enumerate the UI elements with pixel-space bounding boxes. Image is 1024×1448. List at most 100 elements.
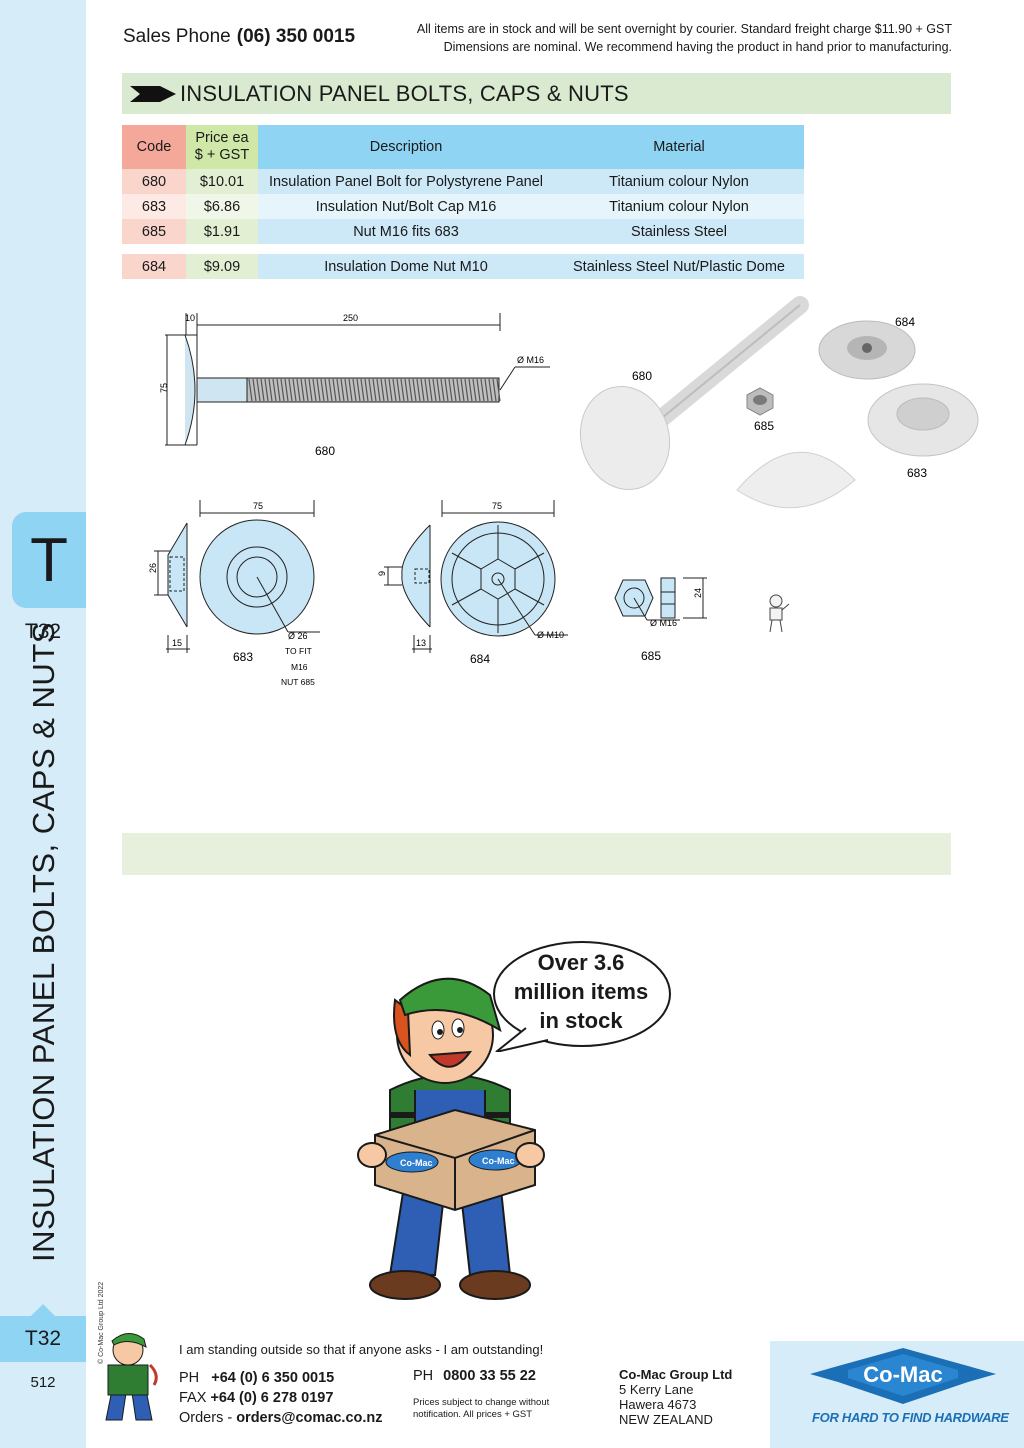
- dim-head-thickness: 10: [185, 313, 195, 323]
- photo-label-684: 684: [895, 315, 915, 329]
- footer-mascot-illustration: [105, 1333, 158, 1421]
- phone-line: PH +64 (0) 6 350 0015: [179, 1368, 383, 1388]
- orders-label: Orders -: [179, 1410, 237, 1426]
- cell-description: Insulation Panel Bolt for Polystyrene Pa…: [258, 169, 554, 194]
- photo-label-680: 680: [632, 369, 652, 383]
- footer-quote: I am standing outside so that if anyone …: [179, 1342, 544, 1357]
- mascot-illustration: Co-Mac Co-Mac: [357, 977, 545, 1300]
- bubble-line-3: in stock: [539, 1008, 623, 1033]
- cap-683-drawing: 75 26 15 Ø 26 TO FIT M16 NUT 685 683: [148, 500, 320, 687]
- sales-phone-number[interactable]: (06) 350 0015: [236, 26, 356, 47]
- cap683-note-nut: NUT 685: [281, 677, 315, 687]
- bolt-part-label: 680: [315, 444, 335, 458]
- freephone-number[interactable]: 0800 33 55 22: [443, 1368, 536, 1384]
- table-row: 684 $9.09 Insulation Dome Nut M10 Stainl…: [122, 254, 804, 279]
- comac-logo[interactable]: Co-Mac: [808, 1346, 998, 1408]
- col-header-material: Material: [554, 125, 804, 169]
- brand-tagline: FOR HARD TO FIND HARDWARE: [812, 1410, 1009, 1425]
- dome684-dim-height: 9: [377, 571, 387, 576]
- product-photo: 680 684 685 683: [579, 296, 979, 509]
- col-header-price-line1: Price ea: [195, 130, 249, 146]
- section-title-bar: INSULATION PANEL BOLTS, CAPS & NUTS: [122, 73, 951, 114]
- dome684-dim-thickness: 13: [416, 638, 426, 648]
- cell-description: Insulation Dome Nut M10: [258, 254, 554, 279]
- freephone-line: PH 0800 33 55 22: [413, 1368, 536, 1384]
- logo-text: Co-Mac: [863, 1362, 942, 1387]
- freephone-label: PH: [413, 1368, 434, 1384]
- cap683-note-m16: M16: [291, 662, 308, 672]
- thread-size-note: Ø M16: [517, 355, 544, 365]
- dim-head-diameter: 75: [159, 383, 169, 393]
- table-row: 683 $6.86 Insulation Nut/Bolt Cap M16 Ti…: [122, 194, 804, 219]
- cell-description: Nut M16 fits 683: [258, 219, 554, 244]
- sidebar: [0, 0, 86, 1448]
- section-tab-letter[interactable]: T: [12, 512, 86, 608]
- cap683-label: 683: [233, 650, 253, 664]
- cell-material: Titanium colour Nylon: [554, 169, 804, 194]
- price-table: Code Price ea$ + GST Description Materia…: [122, 125, 804, 279]
- bolt-680-drawing: 10 250 75 Ø M16 680: [159, 313, 550, 458]
- cell-material: Stainless Steel: [554, 219, 804, 244]
- fax-number: +64 (0) 6 278 0197: [210, 1390, 334, 1406]
- dome684-note-dia: Ø M10: [537, 630, 564, 640]
- cap683-dim-width: 75: [253, 501, 263, 511]
- cap683-dim-thickness: 15: [172, 638, 182, 648]
- company-address: Co-Mac Group Ltd 5 Kerry Lane Hawera 467…: [619, 1367, 732, 1427]
- dim-bolt-length: 250: [343, 313, 358, 323]
- cell-price: $1.91: [186, 219, 258, 244]
- table-row: 685 $1.91 Nut M16 fits 683 Stainless Ste…: [122, 219, 804, 244]
- box-brand-right: Co-Mac: [482, 1156, 515, 1166]
- col-header-description: Description: [258, 125, 554, 169]
- orders-line: Orders - orders@comac.co.nz: [179, 1408, 383, 1428]
- stock-notice: All items are in stock and will be sent …: [417, 20, 952, 56]
- section-code-bottom-label: T32: [24, 1327, 62, 1350]
- cell-code: 684: [122, 254, 186, 279]
- terms-line-2: notification. All prices + GST: [413, 1409, 533, 1420]
- bubble-line-1: Over 3.6: [537, 950, 625, 975]
- pricing-terms: Prices subject to change without notific…: [413, 1397, 563, 1421]
- nut-685-drawing: 24 Ø M16 685: [614, 577, 707, 663]
- dome-684-drawing: 75 9 13 Ø M10 684: [377, 500, 568, 666]
- cell-material: Titanium colour Nylon: [554, 194, 804, 219]
- section-code-bottom-tab: T32: [0, 1304, 86, 1362]
- fax-label: FAX: [179, 1390, 207, 1406]
- info-band: [122, 833, 951, 875]
- col-header-price: Price ea$ + GST: [186, 125, 258, 169]
- col-header-price-line2: $ + GST: [194, 147, 250, 163]
- sales-phone: Sales Phone(06) 350 0015: [123, 26, 355, 48]
- vertical-section-title: INSULATION PANEL BOLTS, CAPS & NUTS: [26, 622, 61, 1262]
- photo-label-683: 683: [907, 466, 927, 480]
- phone-number[interactable]: +64 (0) 6 350 0015: [211, 1370, 335, 1386]
- cell-price: $10.01: [186, 169, 258, 194]
- cap683-dim-height: 26: [148, 563, 158, 573]
- table-spacer: [122, 244, 804, 254]
- cell-description: Insulation Nut/Bolt Cap M16: [258, 194, 554, 219]
- table-header-row: Code Price ea$ + GST Description Materia…: [122, 125, 804, 169]
- orders-email-link[interactable]: orders@comac.co.nz: [236, 1410, 383, 1426]
- address-line-2: Hawera 4673: [619, 1397, 697, 1412]
- contact-block: PH +64 (0) 6 350 0015 FAX +64 (0) 6 278 …: [179, 1368, 383, 1428]
- address-line-1: 5 Kerry Lane: [619, 1382, 694, 1397]
- phone-label: PH: [179, 1370, 200, 1386]
- section-title: INSULATION PANEL BOLTS, CAPS & NUTS: [180, 80, 629, 106]
- company-name: Co-Mac Group Ltd: [619, 1367, 733, 1382]
- notice-line-1: All items are in stock and will be sent …: [416, 22, 952, 36]
- cap683-note-fit: TO FIT: [285, 646, 312, 656]
- cell-price: $9.09: [186, 254, 258, 279]
- dome684-label: 684: [470, 652, 490, 666]
- table-row: 680 $10.01 Insulation Panel Bolt for Pol…: [122, 169, 804, 194]
- nut685-label: 685: [641, 649, 661, 663]
- page-number: 512: [30, 1374, 56, 1391]
- nut685-dim-height: 24: [693, 588, 703, 598]
- address-line-3: NEW ZEALAND: [619, 1412, 713, 1427]
- fax-line: FAX +64 (0) 6 278 0197: [179, 1388, 383, 1408]
- photo-label-685: 685: [754, 419, 774, 433]
- nut685-note-dia: Ø M16: [650, 618, 677, 628]
- speech-bubble: [493, 941, 671, 1052]
- cap683-note-dia: Ø 26: [288, 631, 308, 641]
- cell-code: 685: [122, 219, 186, 244]
- bubble-line-2: million items: [513, 979, 649, 1004]
- box-brand-left: Co-Mac: [400, 1158, 433, 1168]
- cell-code: 680: [122, 169, 186, 194]
- cell-code: 683: [122, 194, 186, 219]
